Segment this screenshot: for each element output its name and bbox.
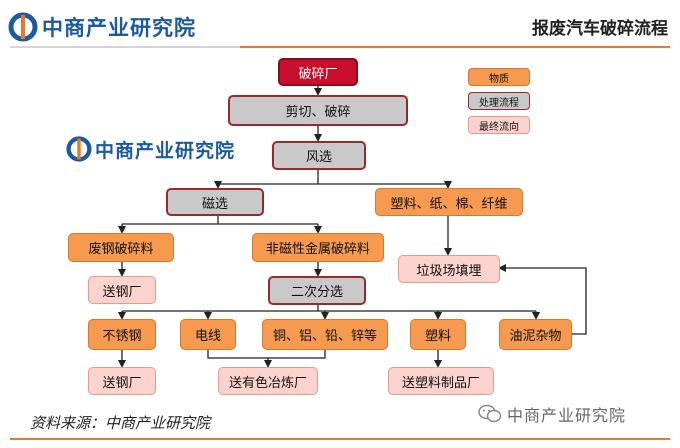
brand-name: 中商产业研究院 <box>42 16 196 40</box>
brand-logo-icon <box>8 12 38 42</box>
wechat-icon <box>478 404 502 423</box>
watermark-logo-icon <box>66 136 92 162</box>
header-divider-grey <box>10 46 240 48</box>
node-magnetic-separation: 磁选 <box>166 188 264 216</box>
node-crusher-plant: 破碎厂 <box>278 58 358 86</box>
node-copper-etc: 铜、铝、铅、锌等 <box>262 319 388 350</box>
edge-oil-landfill <box>498 264 587 335</box>
legend-final-destination: 最终流向 <box>468 116 530 134</box>
watermark-logo-text: 中商产业研究院 <box>95 139 236 162</box>
legend-material: 物质 <box>468 68 530 86</box>
legend-process: 处理流程 <box>468 92 530 110</box>
watermark-logo: 中商产业研究院 <box>66 134 235 164</box>
node-to-plastic-products: 送塑料制品厂 <box>388 367 494 395</box>
node-stainless-steel: 不锈钢 <box>88 319 156 350</box>
node-landfill: 垃圾场填埋 <box>398 255 500 283</box>
node-nonmagnetic-metal: 非磁性金属破碎料 <box>252 233 384 262</box>
node-to-steel-plant-2: 送钢厂 <box>88 367 156 395</box>
node-plastic: 塑料 <box>410 319 466 350</box>
header-divider <box>240 46 670 48</box>
node-air-separation: 风选 <box>272 141 366 170</box>
node-scrap-steel: 废钢破碎料 <box>68 233 174 262</box>
node-shear-crush: 剪切、破碎 <box>228 95 408 126</box>
edge-wire-nonferrous <box>207 350 272 368</box>
node-to-steel-plant-1: 送钢厂 <box>88 276 156 304</box>
node-wire: 电线 <box>180 319 236 350</box>
node-oil-sludge: 油泥杂物 <box>499 319 572 350</box>
brand-logo: 中商产业研究院 <box>8 10 196 44</box>
wechat-watermark: 中商产业研究院 <box>478 402 626 426</box>
node-secondary-separation: 二次分选 <box>268 276 366 305</box>
footer-divider <box>10 438 670 440</box>
source-note: 资料来源：中商产业研究院 <box>30 414 211 432</box>
edge-copper-nonferrous <box>268 350 326 359</box>
wechat-watermark-text: 中商产业研究院 <box>507 406 627 425</box>
page-title: 报废汽车破碎流程 <box>532 19 668 39</box>
node-to-nonferrous-smelter: 送有色冶炼厂 <box>218 367 318 395</box>
node-plastic-paper: 塑料、纸、棉、纤维 <box>375 188 523 216</box>
